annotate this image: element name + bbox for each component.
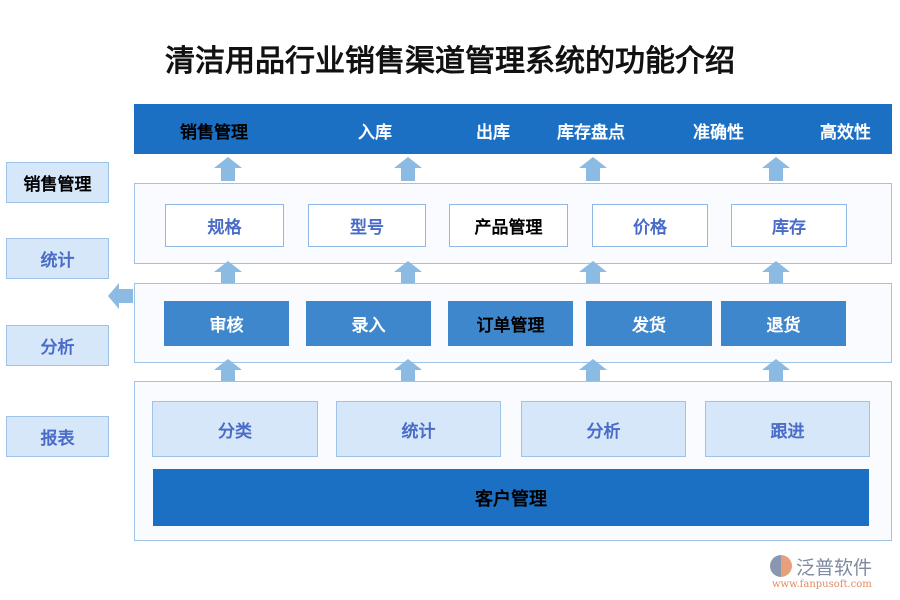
product-item: 型号: [308, 204, 426, 247]
order-item: 订单管理: [448, 301, 573, 346]
order-item: 审核: [164, 301, 289, 346]
top-bar: 销售管理 入库 出库 库存盘点 准确性 高效性: [134, 104, 892, 154]
logo-icon: [770, 555, 792, 577]
left-arrow-shaft: [119, 289, 133, 303]
top-item: 高效性: [820, 123, 871, 143]
sidebar-item: 分析: [6, 325, 109, 366]
up-arrow-icon: [579, 359, 607, 383]
sidebar-item: 统计: [6, 238, 109, 279]
order-item: 退货: [721, 301, 846, 346]
up-arrow-icon: [762, 157, 790, 181]
customer-item: 跟进: [705, 401, 870, 457]
up-arrow-icon: [394, 157, 422, 181]
page-title: 清洁用品行业销售渠道管理系统的功能介绍: [165, 44, 735, 79]
up-arrow-icon: [394, 359, 422, 383]
logo-name: 泛普软件: [796, 557, 873, 579]
product-item: 库存: [731, 204, 847, 247]
up-arrow-icon: [579, 261, 607, 285]
up-arrow-icon: [214, 359, 242, 383]
sidebar-item: 报表: [6, 416, 109, 457]
customer-item: 分析: [521, 401, 686, 457]
up-arrow-icon: [579, 157, 607, 181]
logo: 泛普软件 www.fanpusoft.com: [770, 553, 895, 593]
product-item: 规格: [165, 204, 284, 247]
logo-url: www.fanpusoft.com: [772, 579, 872, 590]
left-arrow-icon: [108, 283, 119, 309]
sidebar-item: 销售管理: [6, 162, 109, 203]
top-item: 销售管理: [180, 123, 248, 143]
customer-item: 分类: [152, 401, 318, 457]
up-arrow-icon: [762, 359, 790, 383]
up-arrow-icon: [214, 261, 242, 285]
up-arrow-icon: [762, 261, 790, 285]
product-item: 产品管理: [449, 204, 568, 247]
customer-item: 统计: [336, 401, 501, 457]
up-arrow-icon: [394, 261, 422, 285]
order-item: 录入: [306, 301, 431, 346]
top-item: 准确性: [693, 123, 744, 143]
top-item: 出库: [476, 123, 510, 143]
up-arrow-icon: [214, 157, 242, 181]
top-item: 库存盘点: [557, 123, 625, 143]
top-item: 入库: [358, 123, 392, 143]
customer-management-bar: 客户管理: [153, 469, 869, 526]
order-item: 发货: [586, 301, 712, 346]
product-item: 价格: [592, 204, 708, 247]
